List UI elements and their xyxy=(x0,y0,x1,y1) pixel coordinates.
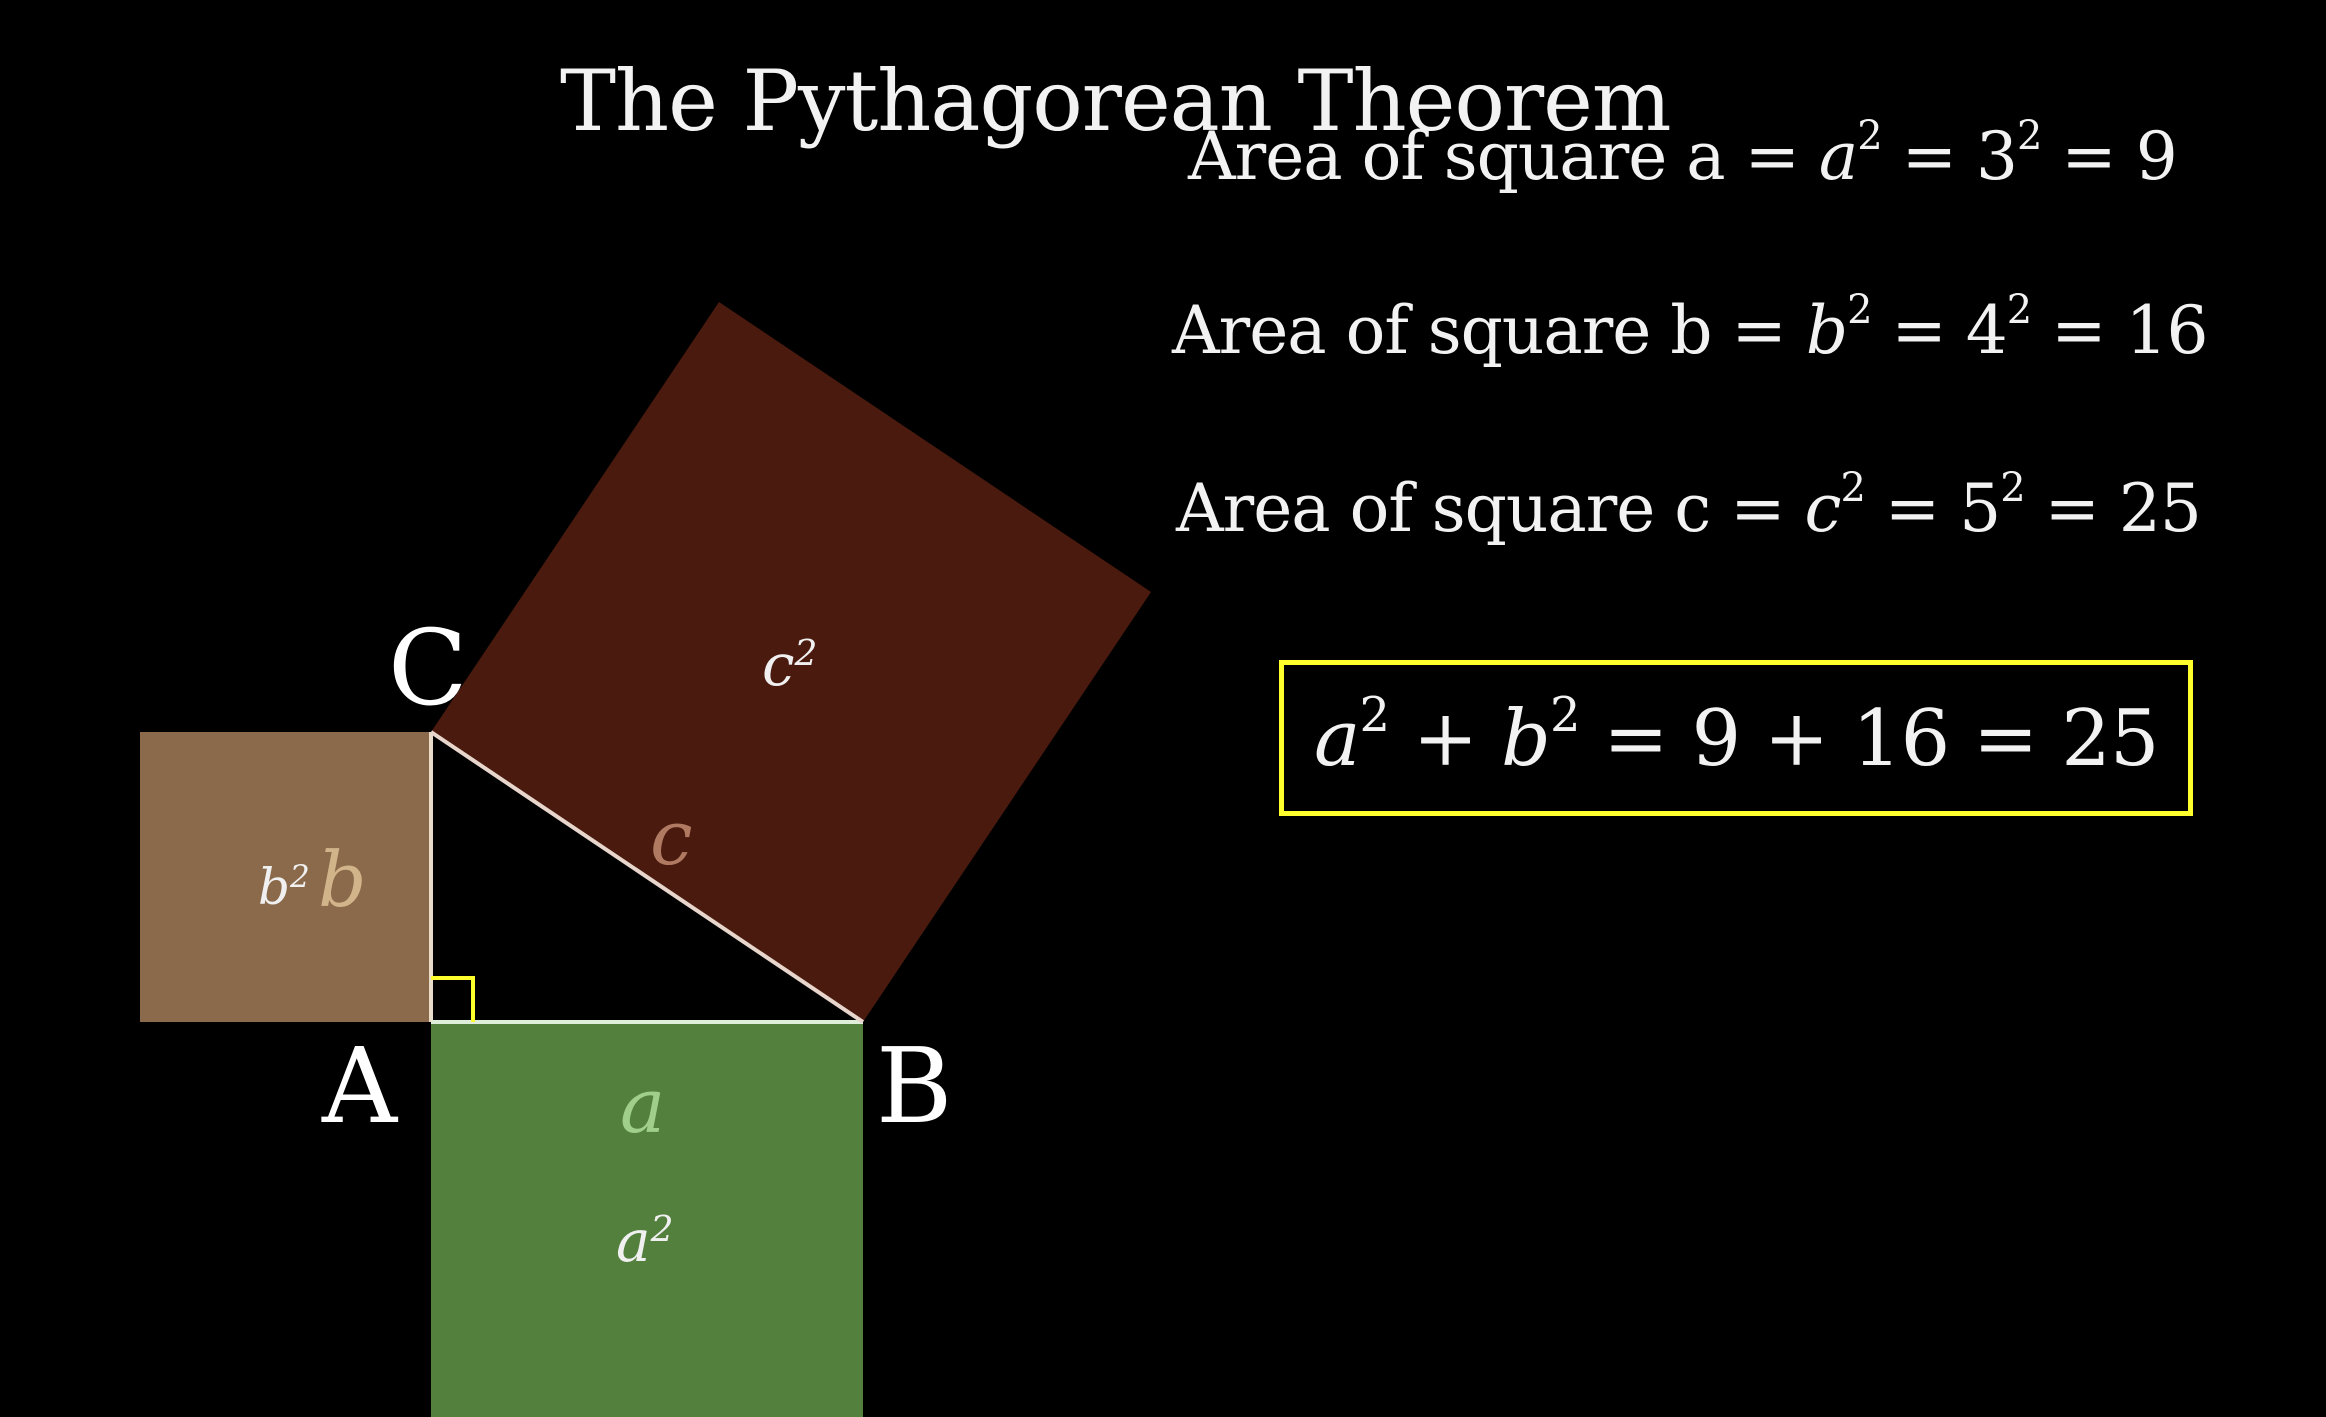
square-b-label-var: b xyxy=(258,858,291,916)
square-a-label: a2 xyxy=(616,1212,673,1270)
area-equation-c-exp: 2 xyxy=(1840,465,1866,511)
area-equation-a-mid-exp: 2 xyxy=(2017,113,2042,159)
side-label-c: c xyxy=(650,793,693,882)
area-equation-c-prefix: Area of square c = xyxy=(1176,470,1805,547)
area-equation-b-var: b xyxy=(1805,292,1848,369)
page-title: The Pythagorean Theorem xyxy=(560,52,1671,150)
area-equation-b: Area of square b = b2 = 42 = 16 xyxy=(1172,290,2209,369)
vertex-label-a: A xyxy=(322,1025,398,1147)
area-equation-c-mid-exp: 2 xyxy=(2000,465,2025,511)
area-equation-a-mid: = 3 xyxy=(1881,118,2018,195)
square-c-label-var: c xyxy=(762,631,795,699)
summary-result: = 9 + 16 = 25 xyxy=(1579,694,2159,784)
square-c-label: c2 xyxy=(762,636,817,694)
area-equation-b-mid-exp: 2 xyxy=(2006,287,2032,333)
area-equation-c-result: = 25 xyxy=(2024,470,2202,547)
area-equation-c: Area of square c = c2 = 52 = 25 xyxy=(1176,468,2202,547)
summary-highlight-box xyxy=(1279,660,2193,816)
area-equation-a: Area of square a = a2 = 32 = 9 xyxy=(1188,116,2178,195)
area-equation-c-var: c xyxy=(1804,470,1842,547)
area-equation-b-result: = 16 xyxy=(2031,292,2208,369)
area-equation-a-result: = 9 xyxy=(2041,118,2177,195)
triangle-side-c xyxy=(429,730,865,1024)
square-a xyxy=(431,1022,863,1417)
summary-var-a: a xyxy=(1314,694,1361,784)
vertex-label-b: B xyxy=(876,1025,953,1147)
summary-equation: a2 + b2 = 9 + 16 = 25 xyxy=(1314,691,2159,784)
summary-plus: + xyxy=(1389,694,1502,784)
square-c-label-exp: 2 xyxy=(794,633,818,675)
area-equation-b-exp: 2 xyxy=(1847,287,1872,333)
vertex-label-c: C xyxy=(388,607,468,729)
square-b xyxy=(140,732,431,1022)
square-a-label-exp: 2 xyxy=(650,1209,674,1251)
area-equation-a-var: a xyxy=(1818,118,1858,195)
summary-exp-b: 2 xyxy=(1549,687,1581,743)
right-angle-marker xyxy=(431,976,475,1022)
summary-var-b: b xyxy=(1501,694,1551,784)
area-equation-b-mid: = 4 xyxy=(1871,292,2008,369)
square-b-label-exp: 2 xyxy=(290,858,310,895)
area-equation-b-prefix: Area of square b = xyxy=(1172,292,1806,369)
square-b-label: b2 xyxy=(258,858,310,912)
square-a-label-var: a xyxy=(616,1207,651,1275)
side-label-b: b xyxy=(318,835,367,924)
area-equation-a-prefix: Area of square a = xyxy=(1188,118,1819,195)
area-equation-a-exp: 2 xyxy=(1857,113,1882,159)
summary-exp-a: 2 xyxy=(1359,687,1391,743)
area-equation-c-mid: = 5 xyxy=(1864,470,2001,547)
square-c xyxy=(431,302,1151,1022)
side-label-a: a xyxy=(620,1061,666,1150)
